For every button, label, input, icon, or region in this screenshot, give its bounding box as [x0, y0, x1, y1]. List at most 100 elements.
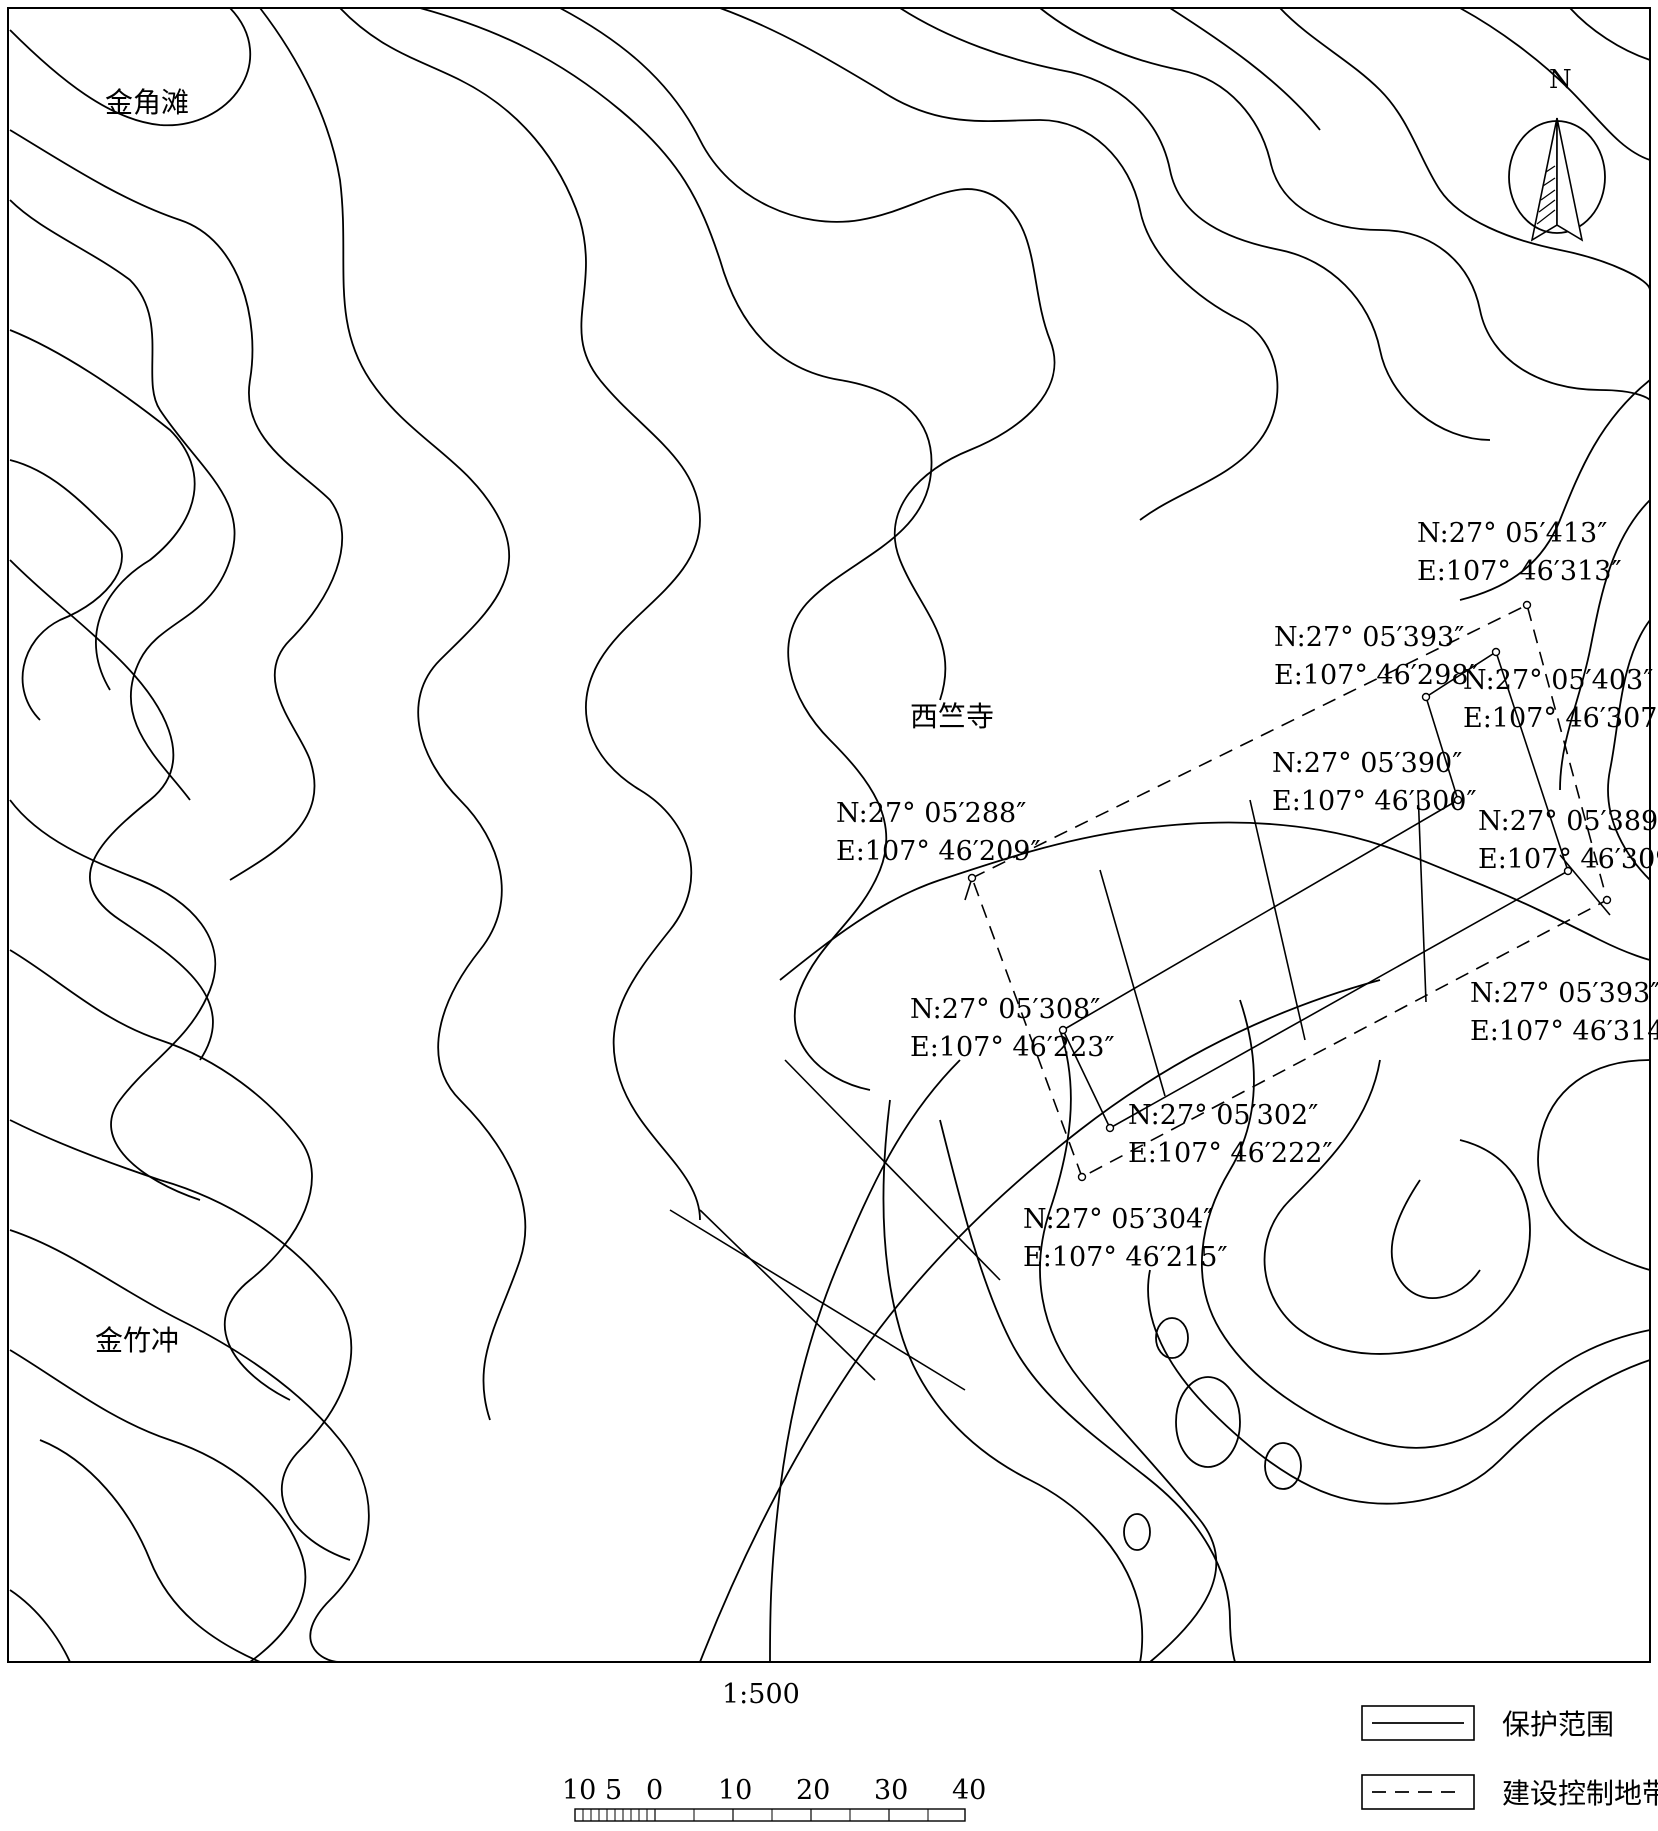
coord-n: N:27° 05′393″ — [1470, 978, 1658, 1009]
ridge-line — [784, 1059, 1001, 1281]
coord-n: N:27° 05′390″ — [1272, 748, 1462, 779]
contour-line — [769, 1059, 961, 1663]
vertex-point — [1077, 1172, 1087, 1182]
place-label-jinzhuchong: 金竹冲 — [95, 1324, 179, 1357]
building-line — [1249, 799, 1306, 1041]
contour-line — [9, 7, 251, 126]
contour-line — [259, 7, 527, 1421]
contour-line — [1200, 999, 1651, 1449]
coord-n: N:27° 05′403″ — [1463, 665, 1653, 696]
coord-n: N:27° 05′393″ — [1274, 622, 1464, 653]
contour-line — [1459, 7, 1651, 161]
coord-n: N:27° 05′288″ — [836, 798, 1026, 829]
contour-line — [9, 949, 313, 1401]
legend-label-protection: 保护范围 — [1502, 1708, 1614, 1741]
coord-n: N:27° 05′308″ — [910, 994, 1100, 1025]
contour-lines — [9, 7, 1651, 1663]
contour-line — [1039, 1029, 1218, 1663]
boundary-vertices — [967, 600, 1612, 1182]
coord-e: E:107° 46′215″ — [1023, 1242, 1228, 1273]
contour-line — [1390, 1179, 1481, 1299]
contour-line — [1169, 7, 1321, 131]
vertex-point — [1058, 1025, 1068, 1035]
vertex-point — [1522, 600, 1532, 610]
coord-e: E:107° 46′314″ — [1470, 1016, 1658, 1047]
vertex-point — [1453, 795, 1463, 805]
legend: 保护范围 建设控制地带 — [1361, 1705, 1658, 1810]
contour-line — [719, 7, 1279, 521]
contour-line — [419, 7, 933, 1091]
coord-n: N:27° 05′389″ — [1478, 806, 1658, 837]
coord-e: E:107° 46′309″ — [1478, 844, 1658, 875]
contour-line — [9, 1349, 307, 1663]
contour-line — [1039, 7, 1651, 401]
coord-e: E:107° 46′313″ — [1417, 556, 1622, 587]
vertex-point — [1602, 895, 1612, 905]
vertex-point — [1105, 1123, 1115, 1133]
ridge-line — [669, 1209, 966, 1391]
contour-line — [9, 199, 236, 801]
coord-e: E:107° 46′209″ — [836, 836, 1041, 867]
building-line — [1417, 789, 1427, 1003]
coordinate-labels: N:27° 05′413″ E:107° 46′313″ N:27° 05′39… — [836, 518, 1658, 1273]
scale-bar: 10 5 0 10 20 30 40 — [562, 1775, 986, 1822]
contour-line — [1459, 379, 1651, 601]
scale-tick-label: 40 — [952, 1775, 986, 1806]
contour-line — [1569, 7, 1651, 61]
coord-e: E:107° 46′223″ — [910, 1032, 1115, 1063]
pond-circle — [1175, 1376, 1241, 1468]
map-frame — [7, 7, 1651, 1663]
vertex-point — [1491, 647, 1501, 657]
contour-line — [9, 799, 217, 1201]
vertex-point — [967, 873, 977, 883]
contour-line — [9, 1229, 370, 1663]
contour-line — [779, 821, 1651, 981]
scale-tick-label: 10 — [718, 1775, 752, 1806]
scale-tick-label: 10 — [562, 1775, 596, 1806]
legend-swatch-control — [1361, 1774, 1475, 1810]
coord-n: N:27° 05′302″ — [1128, 1100, 1318, 1131]
contour-line — [1263, 1059, 1531, 1355]
place-label-jinjiaotan: 金角滩 — [105, 86, 189, 119]
contour-line — [1537, 1059, 1651, 1271]
vertex-point — [1563, 866, 1573, 876]
contour-line — [559, 7, 1056, 701]
contour-line — [9, 559, 214, 1061]
coord-n: N:27° 05′304″ — [1023, 1204, 1213, 1235]
coord-e: E:107° 46′222″ — [1128, 1138, 1333, 1169]
legend-label-control: 建设控制地带 — [1502, 1777, 1658, 1810]
contour-line — [9, 129, 344, 881]
contour-line — [1147, 1269, 1651, 1505]
coord-e: E:107° 46′307″ — [1463, 703, 1658, 734]
legend-swatch-protection — [1361, 1705, 1475, 1741]
scale-tick-label: 20 — [796, 1775, 830, 1806]
coord-n: N:27° 05′413″ — [1417, 518, 1607, 549]
scale-tick-label: 30 — [874, 1775, 908, 1806]
scale-tick-label: 5 — [605, 1775, 622, 1806]
pond-circle — [1264, 1442, 1302, 1490]
contour-line — [939, 1119, 1236, 1663]
contour-line — [9, 1119, 353, 1561]
north-label: N — [1549, 65, 1572, 95]
contour-line — [9, 329, 196, 691]
scale-ratio: 1:500 — [722, 1679, 800, 1710]
scale-tick-label: 0 — [646, 1775, 663, 1806]
contour-line — [882, 1099, 1144, 1663]
ridge-line — [699, 1209, 876, 1381]
contour-line — [9, 459, 123, 721]
contour-line — [1607, 619, 1651, 881]
contour-line — [699, 979, 1381, 1663]
coord-e: E:107° 46′300″ — [1272, 786, 1477, 817]
pond-circle — [1155, 1317, 1189, 1359]
contour-line — [1279, 7, 1651, 291]
contour-line — [899, 7, 1491, 441]
building-line — [1559, 854, 1611, 916]
contour-line — [9, 1589, 71, 1663]
north-arrow-icon — [1508, 117, 1606, 242]
place-label-xizhusi: 西竺寺 — [910, 700, 994, 733]
vertex-point — [1421, 692, 1431, 702]
contour-line — [39, 1439, 261, 1663]
contour-line — [339, 7, 701, 1221]
